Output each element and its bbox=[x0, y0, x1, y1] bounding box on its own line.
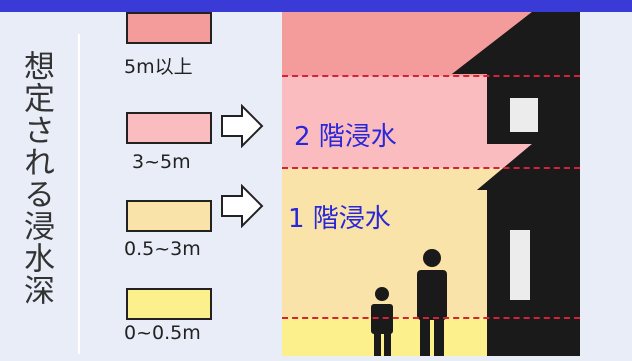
house-scene: 2 階浸水 1 階浸水 bbox=[282, 12, 580, 356]
depth-line-3m bbox=[282, 167, 580, 169]
swatch-3-5m bbox=[126, 112, 212, 144]
swatch-label-05-3m: 0.5~3m bbox=[124, 238, 201, 260]
depth-legend-title: 想定される浸水深 bbox=[18, 50, 54, 306]
arrow-right-icon bbox=[221, 184, 264, 228]
swatch-05-3m bbox=[126, 200, 212, 232]
depth-line-05m bbox=[282, 317, 580, 319]
floor2-flooding-label: 2 階浸水 bbox=[294, 122, 397, 152]
divider bbox=[78, 34, 80, 354]
swatch-label-5m-plus: 5m以上 bbox=[124, 56, 193, 78]
arrow-right-icon bbox=[221, 104, 264, 148]
top-bar bbox=[0, 0, 632, 12]
swatch-0-05m bbox=[126, 288, 212, 320]
swatch-label-0-05m: 0~0.5m bbox=[124, 322, 201, 344]
house-silhouette-icon bbox=[371, 12, 580, 356]
swatch-5m-plus bbox=[126, 12, 212, 44]
swatch-label-3-5m: 3~5m bbox=[132, 151, 191, 173]
floor1-flooding-label: 1 階浸水 bbox=[288, 204, 391, 234]
depth-line-5m bbox=[282, 75, 580, 77]
